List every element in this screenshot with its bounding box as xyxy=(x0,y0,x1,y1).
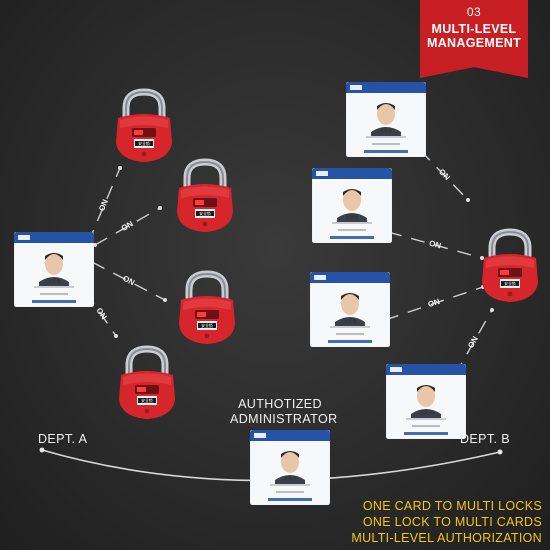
lock-tag-text: 安全锁 xyxy=(141,398,153,403)
banner-title-line2: MANAGEMENT xyxy=(427,36,521,50)
connector-on-label: ON xyxy=(94,306,108,321)
connector-endpoint xyxy=(480,256,484,260)
connector-line xyxy=(419,149,469,201)
banner-title-line1: MULTI-LEVEL xyxy=(431,22,517,36)
administrator-line1: AUTHOTIZED xyxy=(238,397,322,411)
connector-line xyxy=(387,231,483,259)
administrator-label: AUTHOTIZED ADMINISTRATOR xyxy=(230,397,338,427)
lock-tag-text: 安全锁 xyxy=(138,141,150,146)
id-card-icon xyxy=(250,430,330,505)
id-card-icon xyxy=(310,272,390,347)
lock-tag-text: 安全锁 xyxy=(199,211,211,216)
lock-tag-text: 安全锁 xyxy=(201,323,213,328)
connector-on-label: ON xyxy=(466,335,480,350)
connector-line xyxy=(87,167,121,244)
padlock-icon xyxy=(177,162,233,232)
padlock-icon xyxy=(179,274,235,344)
connector-on-label: ON xyxy=(428,239,442,251)
connector-endpoint xyxy=(158,206,162,210)
lock-tag-text: 安全锁 xyxy=(504,281,516,286)
connector-line xyxy=(384,286,484,321)
connector-endpoint xyxy=(466,198,470,202)
connector-on-label: ON xyxy=(121,274,136,288)
padlock-icon xyxy=(119,349,175,419)
connector-endpoint xyxy=(93,243,97,247)
connector-endpoint xyxy=(490,308,494,312)
connector-on-label: ON xyxy=(120,219,135,233)
id-card-icon xyxy=(346,82,426,157)
connector-endpoint xyxy=(118,166,122,170)
arc-endpoint-right xyxy=(497,449,503,455)
card-name-text: 张某某 xyxy=(47,277,61,284)
tagline-3: MULTI-LEVEL AUTHORIZATION xyxy=(351,531,542,545)
banner-number: 03 xyxy=(466,5,482,19)
card-name-text: 张某某 xyxy=(379,127,393,134)
card-name-text: 张某某 xyxy=(283,475,297,482)
section-banner: 03 MULTI-LEVEL MANAGEMENT xyxy=(420,0,528,78)
tagline-1: ONE CARD TO MULTI LOCKS xyxy=(362,499,542,513)
dept-a-label: DEPT. A xyxy=(38,432,88,446)
id-card-icon xyxy=(14,232,94,307)
id-card-icon xyxy=(386,364,466,439)
connector-line xyxy=(94,207,161,246)
tagline-block: ONE CARD TO MULTI LOCKS ONE LOCK TO MULT… xyxy=(351,498,542,546)
card-name-text: 张某某 xyxy=(343,317,357,324)
dept-b-label: DEPT. B xyxy=(460,432,511,446)
arc-endpoint-left xyxy=(39,447,45,453)
connector-endpoint xyxy=(114,334,118,338)
administrator-line2: ADMINISTRATOR xyxy=(230,412,338,426)
id-card-icon xyxy=(312,168,392,243)
tagline-2: ONE LOCK TO MULTI CARDS xyxy=(362,515,542,529)
connector-endpoint xyxy=(163,298,167,302)
card-name-text: 张某某 xyxy=(419,409,433,416)
connector-line xyxy=(91,261,166,301)
padlock-icon xyxy=(482,232,538,302)
padlock-icon xyxy=(116,92,172,162)
connector-on-label: ON xyxy=(427,297,441,309)
connector-on-label: ON xyxy=(97,198,110,213)
card-name-text: 张某某 xyxy=(345,213,359,220)
